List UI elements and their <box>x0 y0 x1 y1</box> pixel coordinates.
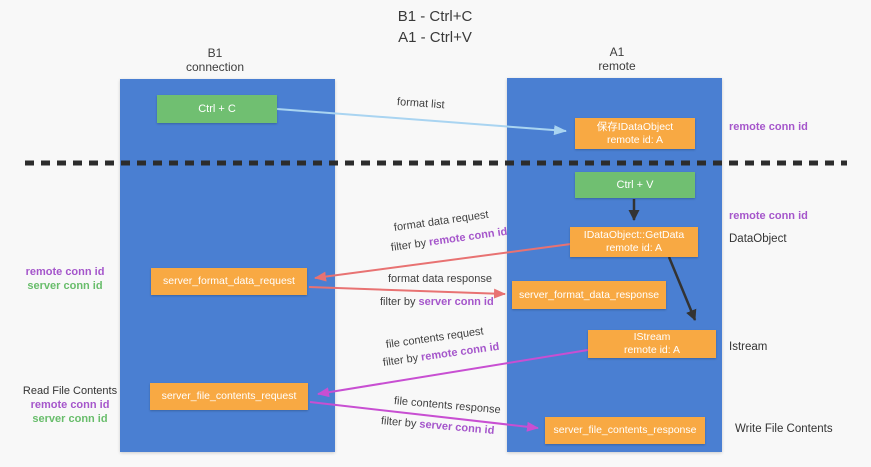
save-dataobject-node: 保存IDataObject remote id: A <box>575 118 695 149</box>
left-server-conn-id: server conn id <box>32 413 108 425</box>
right-column-header: A1 remote <box>557 45 677 73</box>
title-line-2: A1 - Ctrl+V <box>398 29 472 46</box>
diagram-title: B1 - Ctrl+C A1 - Ctrl+V <box>290 6 580 48</box>
getdata-line2: remote id: A <box>605 242 662 254</box>
format-list-arrow <box>276 108 567 136</box>
left-remote-conn-id: remote conn id <box>25 266 105 278</box>
left-server-conn-id: server conn id <box>27 280 103 292</box>
file-contents-request-arrow <box>317 349 589 398</box>
ctrl-v-node: Ctrl + V <box>575 172 695 198</box>
left-conn-id-group-top: remote conn id server conn id <box>10 265 120 293</box>
format-data-response-arrow <box>308 286 506 299</box>
save-dataobject-line2: remote id: A <box>606 133 663 146</box>
istream-line1: IStream <box>633 331 671 343</box>
left-column-header: B1 connection <box>155 46 275 74</box>
save-dataobject-line1: 保存IDataObject <box>596 120 674 133</box>
left-column-subtitle: connection <box>185 60 245 74</box>
getdata-line1: IDataObject::GetData <box>583 229 685 241</box>
left-column-name: B1 <box>207 46 223 60</box>
server-file-contents-response-node: server_file_contents_response <box>545 417 705 444</box>
dataobject-label: DataObject <box>729 233 787 245</box>
left-remote-conn-id: remote conn id <box>30 399 110 411</box>
istream-node: IStream remote id: A <box>588 330 716 358</box>
istream-side-label: Istream <box>729 341 768 353</box>
server-format-data-request-node: server_format_data_request <box>151 268 307 295</box>
filter-by-text: filter by <box>380 296 419 308</box>
server-format-data-response-node: server_format_data_response <box>512 281 666 309</box>
format-data-response-label: format data response <box>388 273 492 285</box>
right-column-name: A1 <box>609 45 625 59</box>
left-conn-id-group-bottom: Read File Contents remote conn id server… <box>10 384 130 426</box>
getdata-to-istream-arrow <box>667 256 697 321</box>
read-file-contents-label: Read File Contents <box>22 385 118 397</box>
title-line-1: B1 - Ctrl+C <box>397 8 473 25</box>
right-column-subtitle: remote <box>598 59 636 73</box>
format-data-response-filter-label: filter by server conn id <box>380 296 494 308</box>
ctrl-c-node: Ctrl + C <box>157 95 277 123</box>
file-contents-response-arrow <box>309 401 539 432</box>
getdata-node: IDataObject::GetData remote id: A <box>570 227 698 257</box>
istream-line2: remote id: A <box>623 344 681 356</box>
server-file-contents-request-node: server_file_contents_request <box>150 383 308 410</box>
right-remote-conn-id-label-top: remote conn id <box>729 121 808 133</box>
right-remote-conn-id-label-bottom: remote conn id <box>729 210 808 222</box>
server-conn-id-accent: server conn id <box>418 296 494 308</box>
write-file-contents-label: Write File Contents <box>735 423 833 435</box>
format-data-request-arrow <box>314 243 572 282</box>
